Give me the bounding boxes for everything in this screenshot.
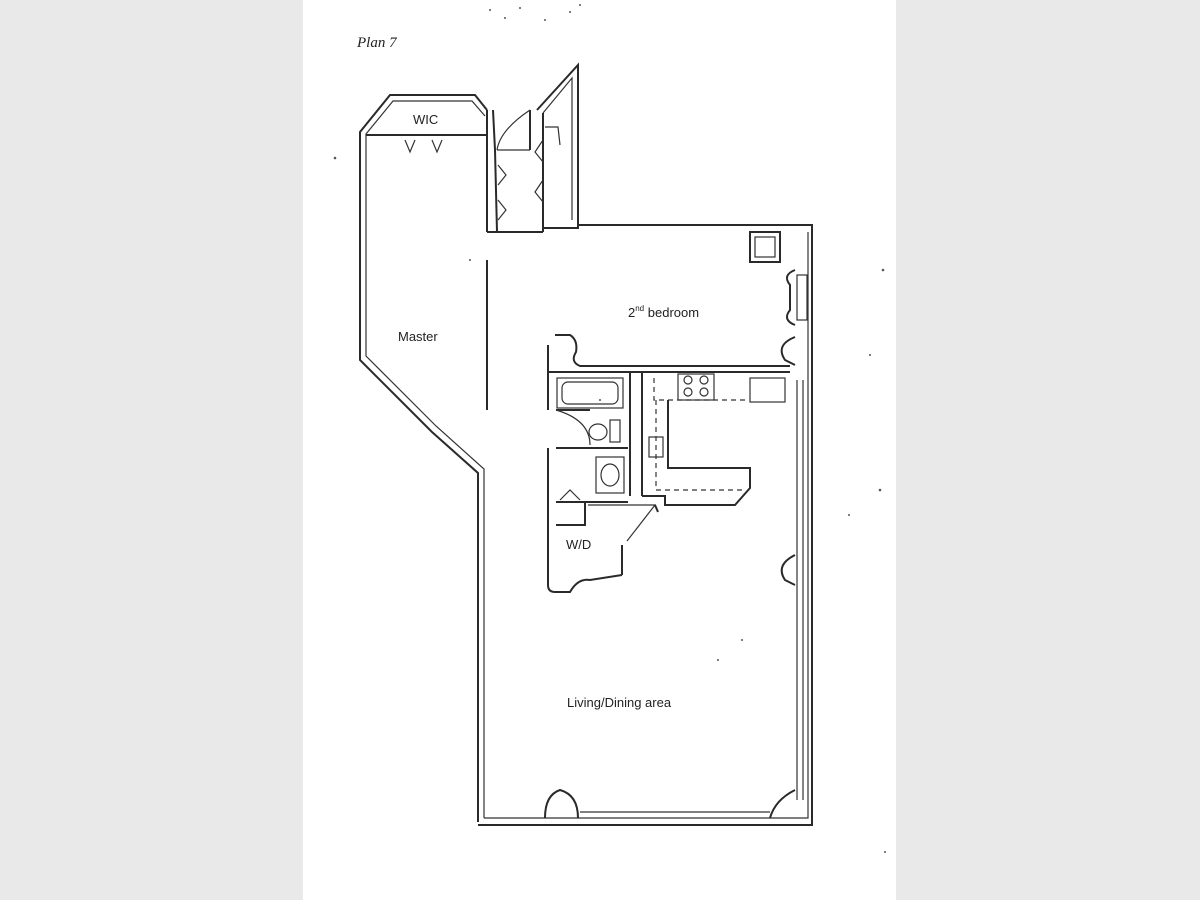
scan-noise <box>333 4 886 853</box>
entry-hall <box>492 62 579 233</box>
master-wing-walls <box>359 94 488 822</box>
room-labels: WIC Master 2nd bedroom W/D Living/Dining… <box>398 112 699 710</box>
second-bedroom-label: 2nd bedroom <box>628 304 699 320</box>
second-bedroom-ordinal: 2 <box>628 305 635 320</box>
second-bedroom-suffix: nd <box>635 304 644 313</box>
bath-kitchen-core <box>547 334 790 593</box>
second-bedroom-name: bedroom <box>644 305 699 320</box>
master-label: Master <box>398 329 438 344</box>
main-unit-walls <box>478 224 813 826</box>
plan-title: Plan 7 <box>356 35 398 51</box>
wd-label: W/D <box>566 537 591 552</box>
living-dining-label: Living/Dining area <box>567 695 672 710</box>
wic-label: WIC <box>413 112 438 127</box>
